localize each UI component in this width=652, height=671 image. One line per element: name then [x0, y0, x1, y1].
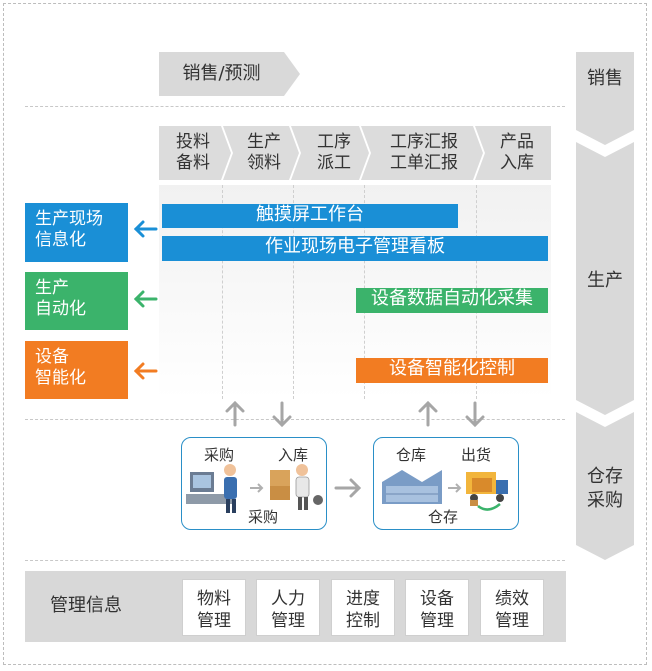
warehouse-chevron — [576, 412, 634, 560]
inbound-step-label: 入库 — [278, 446, 309, 464]
separator-management — [25, 560, 565, 561]
outer-frame — [3, 3, 647, 665]
inbound-worker-icon — [270, 464, 323, 510]
step-label-4: 工序汇报 工单汇报 — [390, 132, 458, 173]
step-label-2: 生产 领料 — [247, 132, 281, 173]
warehouse-group-title: 仓存 — [428, 508, 459, 526]
management-item-equipment[interactable]: 设备 管理 — [405, 579, 469, 636]
separator-warehouse — [25, 419, 565, 420]
arrow-down-2 — [465, 401, 485, 428]
management-item-performance[interactable]: 绩效 管理 — [480, 579, 544, 636]
bar-kanban: 作业现场电子管理看板 — [162, 236, 548, 261]
production-chevron — [576, 142, 634, 415]
right-label-production: 生产 — [587, 270, 623, 291]
side-box-info: 生产现场 信息化 — [25, 203, 128, 262]
purchase-group-title: 采购 — [248, 508, 279, 526]
shipment-step-label: 出货 — [461, 446, 492, 464]
purchase-desk-icon — [186, 464, 237, 513]
management-item-hr[interactable]: 人力 管理 — [256, 579, 320, 636]
step-label-1: 投料 备料 — [176, 132, 210, 173]
warehouse-building-icon — [382, 470, 442, 504]
right-label-warehouse: 仓存 采购 — [587, 466, 623, 511]
step-chevron-4 — [361, 126, 483, 180]
side-box-smart: 设备 智能化 — [25, 341, 128, 399]
purchase-step-label: 采购 — [204, 446, 235, 464]
step-chevron-2 — [223, 126, 299, 180]
step-chevron-1 — [159, 126, 231, 180]
arrow-left-green — [133, 290, 158, 308]
guide-1 — [222, 185, 223, 399]
arrow-up-2 — [418, 400, 438, 427]
arrow-left-orange — [133, 362, 158, 380]
guide-2 — [293, 185, 294, 399]
warehouse-inner-arrow — [448, 483, 462, 493]
sales-forecast-label: 销售/预测 — [182, 63, 261, 84]
step-label-5: 产品 入库 — [500, 132, 534, 173]
arrow-up-1 — [225, 400, 245, 427]
management-title: 管理信息 — [50, 595, 122, 616]
warehouse-step-label: 仓库 — [396, 446, 427, 464]
step-chevron-5 — [475, 126, 551, 180]
sales-chevron — [576, 52, 634, 145]
sales-forecast-chevron — [159, 52, 300, 96]
arrow-down-1 — [272, 401, 292, 428]
arrow-right-between — [334, 478, 362, 498]
arrow-left-blue — [133, 220, 158, 238]
separator-sales — [25, 106, 565, 107]
right-label-sales: 销售 — [587, 68, 623, 89]
management-item-materials[interactable]: 物料 管理 — [182, 579, 246, 636]
bar-touchscreen: 触摸屏工作台 — [162, 204, 458, 228]
step-chevron-3 — [291, 126, 369, 180]
step-label-3: 工序 派工 — [317, 132, 351, 173]
bar-equipment-data: 设备数据自动化采集 — [356, 288, 548, 313]
side-box-automation: 生产 自动化 — [25, 272, 128, 330]
management-item-progress[interactable]: 进度 控制 — [331, 579, 395, 636]
purchase-inner-arrow — [250, 483, 264, 493]
shipment-truck-icon — [466, 472, 508, 511]
bar-equipment-control: 设备智能化控制 — [356, 358, 548, 383]
